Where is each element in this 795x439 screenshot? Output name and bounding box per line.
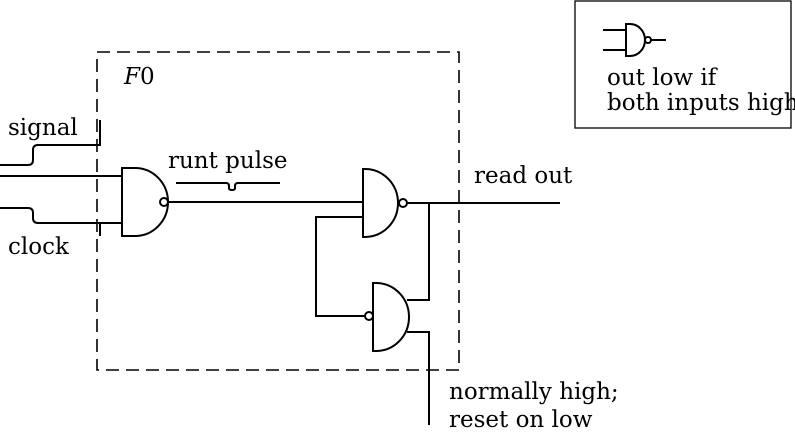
nand-gate-2-bubble [398, 198, 408, 208]
feedback-wire-a [407, 203, 430, 301]
nand-gate-3 [372, 282, 410, 352]
legend-nand-bubble [644, 36, 652, 44]
legend-box [574, 0, 792, 129]
runt-pulse-glyph [176, 182, 280, 192]
clock-label: clock [8, 234, 70, 260]
nand-gate-2 [362, 168, 399, 238]
read-out-label: read out [474, 163, 573, 189]
reset-label-line1: normally high; [449, 379, 619, 405]
signal-wire [0, 120, 101, 166]
signal-label: signal [8, 115, 78, 141]
nand-gate-3-bubble [364, 311, 374, 321]
runt-pulse-label: runt pulse [168, 148, 287, 174]
nand-gate-1-bubble [159, 197, 169, 207]
reset-wire [407, 331, 430, 425]
legend-text-line2: both inputs high [607, 90, 795, 116]
feedback-wire-b [315, 216, 366, 317]
f0-block-boundary [96, 51, 460, 371]
f0-block-label: F0 [123, 64, 155, 90]
legend-text-line1: out low if [607, 65, 718, 91]
legend-gate-inputs [603, 29, 626, 51]
reset-label-line2: reset on low [449, 407, 593, 433]
clock-input-wire [0, 207, 122, 224]
legend-nand-icon [625, 23, 646, 57]
